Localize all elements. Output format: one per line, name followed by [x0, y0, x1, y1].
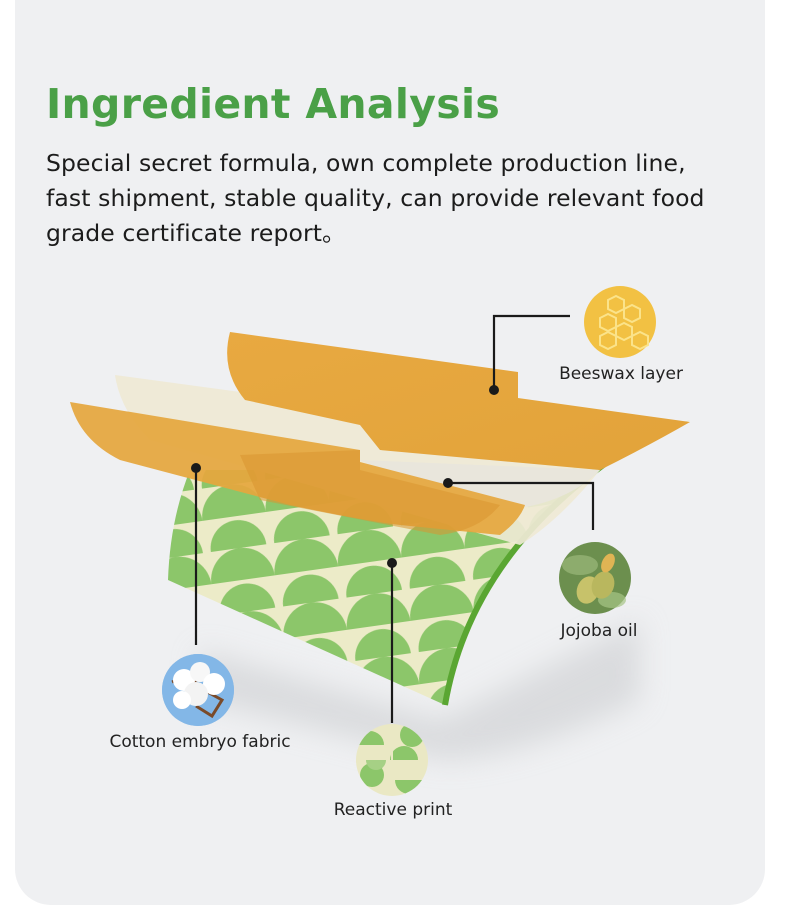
jojoba-layer-curl: [360, 460, 600, 509]
fabric-shadow: [200, 620, 640, 760]
print-pattern-icon: [356, 724, 428, 796]
beeswax-layer-label: Beeswax layer: [559, 364, 683, 384]
beeswax-layer-back: [227, 332, 690, 470]
jojoba-oil-label: Jojoba oil: [560, 621, 638, 641]
description-text: Special secret formula, own complete pro…: [46, 149, 705, 247]
reactive-print-label: Reactive print: [333, 800, 453, 820]
jojoba-fruit-icon: [559, 542, 631, 614]
leader-dots: [191, 385, 499, 568]
cotton-boll-icon: [162, 654, 234, 726]
cotton-fabric-label: Cotton embryo fabric: [109, 732, 291, 752]
beeswax-fold-shade: [240, 450, 500, 535]
honeycomb-icon: [584, 286, 656, 358]
page-title: Ingredient Analysis: [46, 80, 501, 128]
leader-lines: [194, 314, 595, 723]
